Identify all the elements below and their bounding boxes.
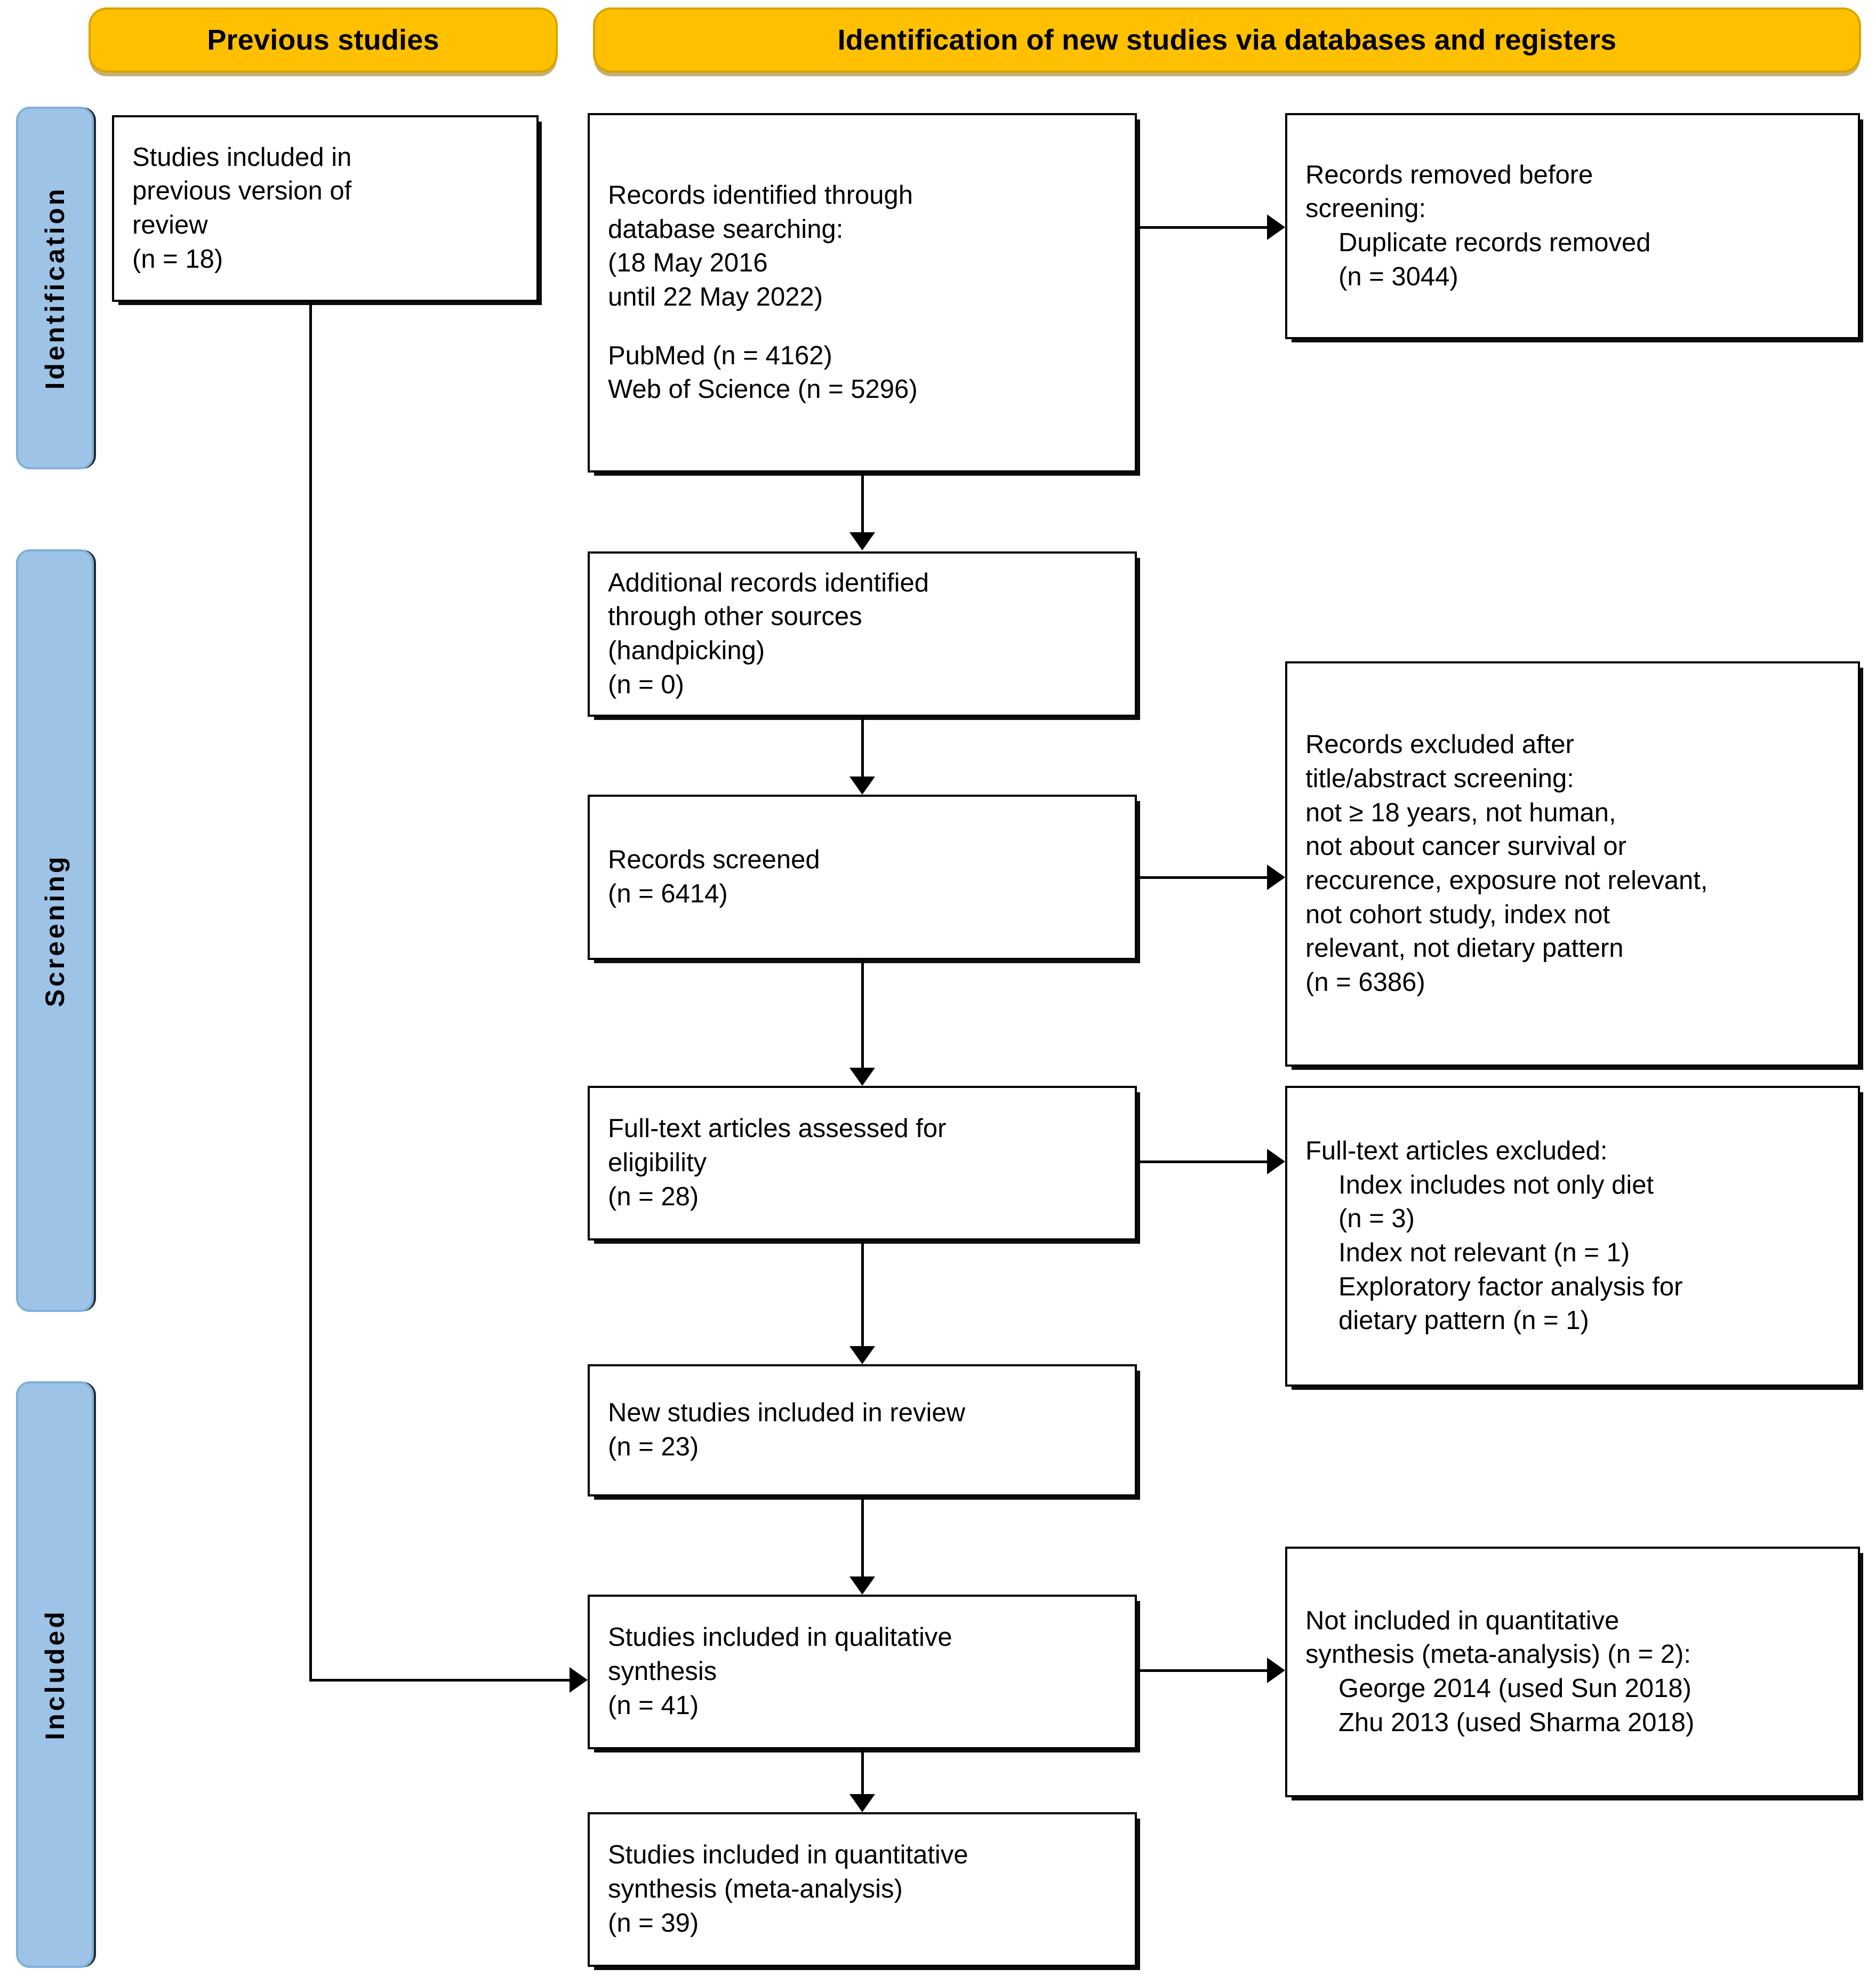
records-excluded-line-2: title/abstract screening: — [1305, 764, 1574, 793]
arrow-qualitative-to-quantitative — [849, 1794, 875, 1812]
stage-label-screening: Screening — [40, 854, 70, 1007]
records-removed-indent-2: (n = 3044) — [1338, 262, 1458, 291]
arrow-additional-to-screened — [849, 777, 875, 795]
fulltext-excluded-indent-3: Index not relevant (n = 1) — [1338, 1238, 1630, 1267]
fulltext-assessed-line-1: Full-text articles assessed for — [608, 1114, 947, 1143]
box-new-studies: New studies included in review (n = 23) — [588, 1364, 1137, 1496]
arrow-new-studies-to-qualitative — [849, 1576, 875, 1595]
box-records-identified: Records identified through database sear… — [588, 113, 1137, 473]
connector-qualitative-to-not-included — [1137, 1669, 1267, 1672]
fulltext-excluded-indent-1: Index includes not only diet — [1338, 1170, 1654, 1199]
records-removed-line-1: Records removed before — [1305, 160, 1593, 189]
box-records-excluded: Records excluded after title/abstract sc… — [1285, 661, 1860, 1067]
not-included-indent-2: Zhu 2013 (used Sharma 2018) — [1338, 1708, 1695, 1737]
records-identified-source-web-of-science: Web of Science (n = 5296) — [608, 375, 918, 404]
fulltext-assessed-line-2: eligibility — [608, 1148, 707, 1178]
arrow-screened-to-excluded — [1267, 865, 1285, 890]
additional-records-line-3: (handpicking) — [608, 636, 765, 665]
box-quantitative-synthesis: Studies included in quantitative synthes… — [588, 1812, 1137, 1967]
fulltext-excluded-line-1: Full-text articles excluded: — [1305, 1136, 1608, 1165]
connector-fulltext-to-new-studies — [861, 1240, 864, 1346]
connector-new-studies-to-qualitative — [861, 1496, 864, 1576]
records-removed-line-2: screening: — [1305, 194, 1426, 223]
quantitative-synthesis-line-3: (n = 39) — [608, 1908, 699, 1938]
header-previous-studies-label: Previous studies — [207, 24, 439, 56]
connector-screened-to-excluded — [1137, 876, 1267, 879]
records-excluded-line-7: relevant, not dietary pattern — [1305, 934, 1624, 963]
arrow-previous-version-to-qualitative — [570, 1667, 588, 1693]
stage-label-included: Included — [40, 1609, 70, 1740]
header-identification-databases-label: Identification of new studies via databa… — [837, 24, 1617, 56]
box-qualitative-synthesis: Studies included in qualitative synthesi… — [588, 1595, 1137, 1749]
qualitative-synthesis-line-2: synthesis — [608, 1657, 717, 1686]
box-additional-records: Additional records identified through ot… — [588, 551, 1137, 717]
connector-identified-to-removed — [1137, 226, 1267, 229]
previous-version-line-4: (n = 18) — [132, 244, 223, 274]
not-included-line-2: synthesis (meta-analysis) (n = 2): — [1305, 1640, 1691, 1669]
records-identified-source-pubmed: PubMed (n = 4162) — [608, 341, 832, 370]
records-removed-indent-1: Duplicate records removed — [1338, 228, 1651, 257]
connector-screened-to-fulltext — [861, 960, 864, 1068]
connector-fulltext-to-excluded — [1137, 1160, 1267, 1163]
header-previous-studies: Previous studies — [89, 7, 558, 73]
records-excluded-line-8: (n = 6386) — [1305, 968, 1425, 997]
records-excluded-line-3: not ≥ 18 years, not human, — [1305, 798, 1616, 827]
additional-records-line-1: Additional records identified — [608, 568, 929, 597]
box-previous-version: Studies included in previous version of … — [112, 115, 539, 302]
arrow-qualitative-to-not-included — [1267, 1658, 1285, 1683]
stage-rail-included: Included — [16, 1381, 94, 1968]
records-identified-line-4: until 22 May 2022) — [608, 283, 823, 311]
fulltext-excluded-indent-5: dietary pattern (n = 1) — [1338, 1306, 1589, 1335]
connector-qualitative-to-quantitative — [861, 1749, 864, 1794]
not-included-line-1: Not included in quantitative — [1305, 1606, 1620, 1635]
arrow-identified-to-removed — [1267, 214, 1285, 240]
qualitative-synthesis-line-1: Studies included in qualitative — [608, 1623, 952, 1652]
additional-records-line-4: (n = 0) — [608, 670, 684, 699]
quantitative-synthesis-line-2: synthesis (meta-analysis) — [608, 1875, 903, 1904]
previous-version-line-2: previous version of — [132, 177, 352, 206]
records-identified-line-1: Records identified through — [608, 180, 913, 210]
box-records-removed: Records removed before screening: Duplic… — [1285, 113, 1860, 339]
box-fulltext-assessed: Full-text articles assessed for eligibil… — [588, 1086, 1137, 1240]
stage-label-identification: Identification — [40, 186, 70, 390]
connector-additional-to-screened — [861, 717, 864, 777]
connector-previous-version-horizontal — [309, 1679, 576, 1682]
arrow-identified-to-additional — [849, 532, 875, 550]
records-identified-line-2: database searching: — [608, 214, 844, 244]
arrow-fulltext-to-new-studies — [849, 1346, 875, 1364]
header-identification-databases: Identification of new studies via databa… — [593, 7, 1861, 73]
records-identified-line-3: (18 May 2016 — [608, 249, 768, 278]
previous-version-line-1: Studies included in — [132, 142, 352, 172]
records-excluded-line-4: not about cancer survival or — [1305, 832, 1626, 861]
fulltext-excluded-indent-4: Exploratory factor analysis for — [1338, 1272, 1683, 1301]
not-included-indent-1: George 2014 (used Sun 2018) — [1338, 1674, 1691, 1703]
records-screened-line-1: Records screened — [608, 845, 820, 875]
box-records-screened: Records screened (n = 6414) — [588, 795, 1137, 960]
connector-identified-to-additional — [861, 473, 864, 532]
arrow-screened-to-fulltext — [849, 1068, 875, 1086]
records-excluded-line-6: not cohort study, index not — [1305, 900, 1610, 929]
fulltext-excluded-indent-2: (n = 3) — [1338, 1204, 1415, 1234]
arrow-fulltext-to-excluded — [1267, 1149, 1285, 1174]
qualitative-synthesis-line-3: (n = 41) — [608, 1691, 699, 1720]
new-studies-line-2: (n = 23) — [608, 1432, 699, 1461]
records-excluded-line-1: Records excluded after — [1305, 730, 1574, 759]
records-excluded-line-5: reccurence, exposure not relevant, — [1305, 866, 1708, 895]
connector-previous-version-vertical — [309, 302, 312, 1680]
stage-rail-screening: Screening — [16, 549, 94, 1312]
additional-records-line-2: through other sources — [608, 602, 862, 631]
stage-rail-identification: Identification — [16, 107, 94, 469]
previous-version-line-3: review — [132, 211, 208, 239]
fulltext-assessed-line-3: (n = 28) — [608, 1182, 699, 1211]
records-screened-line-2: (n = 6414) — [608, 879, 728, 908]
box-not-included-quantitative: Not included in quantitative synthesis (… — [1285, 1547, 1860, 1797]
box-fulltext-excluded: Full-text articles excluded: Index inclu… — [1285, 1086, 1860, 1387]
new-studies-line-1: New studies included in review — [608, 1398, 965, 1428]
quantitative-synthesis-line-1: Studies included in quantitative — [608, 1840, 968, 1870]
